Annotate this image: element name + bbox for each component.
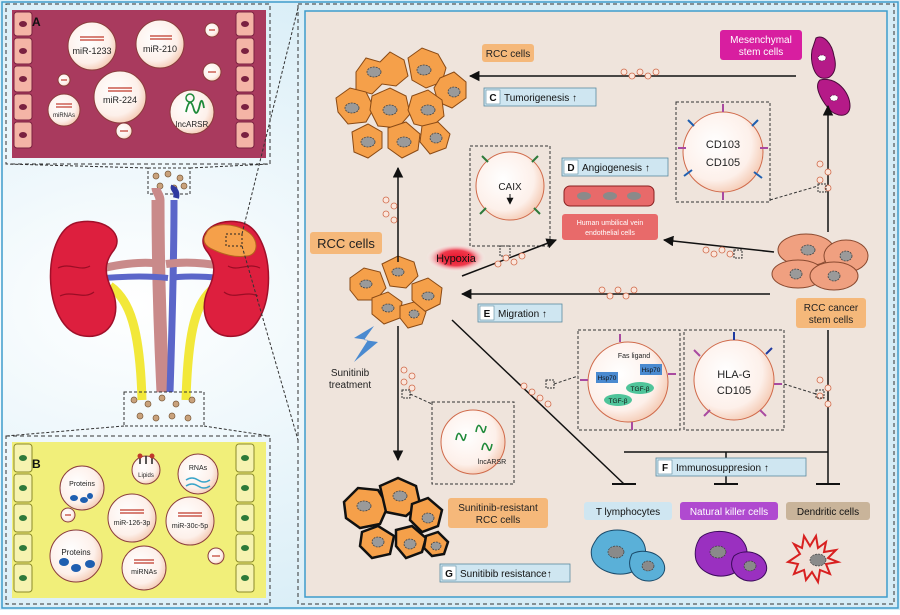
vesicle-label-mir-126-3p: miR-126-3p — [114, 520, 151, 527]
label-c-box — [483, 87, 597, 107]
vesicle-label-mirnas-b: miRNAs — [131, 569, 157, 576]
tgf-label-a: TGF-β — [631, 386, 650, 393]
hla-g-label: HLA-G — [717, 369, 751, 381]
label-d-letter: D — [567, 163, 574, 174]
nk-cells-label-bg — [680, 502, 778, 520]
main-panel: RCC cells C Tumorigenesis ↑ Mesenchymal … — [297, 3, 895, 605]
label-f-text: Immunosuppresion ↑ — [676, 463, 769, 474]
label-c-text: Tumorigenesis ↑ — [504, 93, 577, 104]
hsp70-label-a: Hsp70 — [598, 375, 617, 382]
label-f-box — [655, 457, 807, 477]
vesicle-label-lncarsr: lncARSR — [176, 120, 209, 129]
rcc-cells-center-label: RCC cells — [317, 236, 375, 251]
mesenchymal-label-line2: stem cells — [739, 47, 783, 58]
panel-b-letter: B — [32, 457, 41, 471]
csc-label-line1: RCC cancer — [804, 303, 859, 314]
vesicle-label-mirnas: miRNAs — [53, 113, 75, 119]
zoom-box-top — [147, 167, 191, 195]
fas-ligand-label: Fas ligand — [618, 353, 650, 360]
vesicle-label-rnas: RNAs — [189, 465, 208, 472]
vesicle-label-mir-224: miR-224 — [103, 95, 137, 105]
cd103-label: CD103 — [706, 139, 740, 151]
hla-vesicle-box — [683, 329, 785, 431]
cd-vesicle-box — [675, 101, 771, 203]
rcc-cells-label-top: RCC cells — [486, 49, 530, 60]
kidney-anatomy — [5, 7, 299, 441]
mesenchymal-label-line1: Mesenchymal — [730, 35, 792, 46]
cd105-top-label: CD105 — [706, 157, 740, 169]
label-d-box — [561, 157, 669, 177]
lightning-icon — [354, 326, 378, 362]
label-g-text: Sunitibib resistance↑ — [460, 569, 552, 580]
hypoxia-label: Hypoxia — [436, 253, 477, 265]
label-c-letter: C — [489, 93, 496, 104]
mesenchymal-label-bg — [720, 30, 802, 60]
tgf-label-b: TGF-β — [609, 398, 628, 405]
nk-cells-label: Natural killer cells — [690, 507, 768, 518]
zoom-box-bottom — [123, 391, 205, 427]
dendritic-label: Dendritic cells — [797, 507, 859, 518]
csc-label-bg — [796, 298, 866, 328]
label-d-text: Angiogenesis ↑ — [582, 163, 650, 174]
lncarsr-vesicle-box — [431, 401, 515, 485]
vesicle-label-proteins-2: Proteins — [61, 548, 90, 557]
vesicle-label-proteins: Proteins — [69, 481, 95, 488]
huvec-label-line2: endothelial cells — [585, 230, 635, 237]
vesicle-label-mir-1233: miR-1233 — [72, 46, 111, 56]
label-g-box — [439, 563, 571, 583]
rcc-cancer-stem-cells — [771, 233, 869, 291]
csc-label-line2: stem cells — [809, 315, 853, 326]
label-g-letter: G — [445, 569, 453, 580]
label-e-box — [477, 303, 563, 323]
panel-a-letter: A — [32, 15, 41, 29]
cd105-bottom-label: CD105 — [717, 385, 751, 397]
t-lymphocytes-label: T lymphocytes — [596, 507, 660, 518]
vesicle-label-mir-30c-5p: miR-30c-5p — [172, 523, 208, 530]
panel-b: B Proteins Lipids RNAs — [5, 435, 271, 605]
label-e-text: Migration ↑ — [498, 309, 547, 320]
hsp70-label-b: Hsp70 — [642, 367, 661, 374]
resistant-label-line1: Sunitinib-resistant — [458, 503, 538, 514]
fas-vesicle-box — [577, 329, 681, 431]
dendritic-label-bg — [786, 502, 870, 520]
hypoxia-glow — [426, 244, 486, 272]
vesicle-label-mir-210: miR-210 — [143, 44, 177, 54]
sunitinib-line2: treatment — [329, 380, 371, 391]
label-e-letter: E — [484, 309, 491, 320]
rcc-cells-center-bg — [310, 232, 382, 254]
caix-label: CAIX — [498, 182, 522, 193]
lncarsr-main-label: lncARSR — [478, 459, 506, 466]
t-lymphocytes-label-bg — [584, 502, 672, 520]
rcc-cells-label-top-bg — [482, 44, 534, 62]
label-f-letter: F — [662, 463, 668, 474]
resistant-label-line2: RCC cells — [476, 515, 520, 526]
panel-a: A miR-1233 miR-210 miR-224 miRNAs lncARS… — [5, 3, 271, 165]
huvec-cells — [562, 185, 658, 240]
resistant-label-bg — [448, 498, 548, 528]
sunitinib-line1: Sunitinib — [331, 368, 370, 379]
vesicle-label-lipids: Lipids — [138, 473, 154, 479]
huvec-label-line1: Human umbilical vein — [577, 220, 644, 227]
